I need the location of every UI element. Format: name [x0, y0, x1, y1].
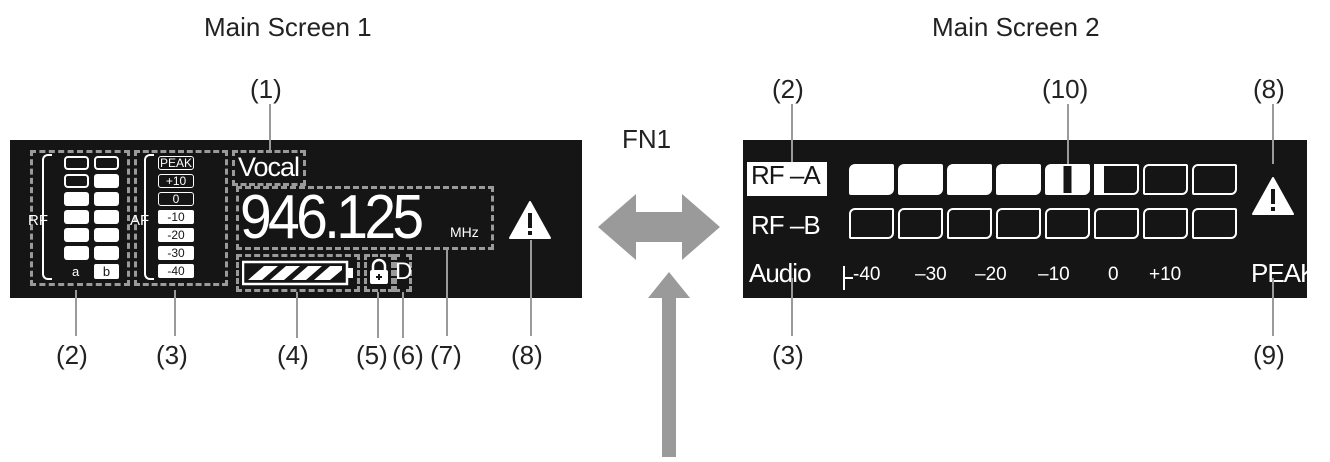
- callout-7: (7): [430, 340, 462, 370]
- up-arrow-icon: [648, 272, 690, 462]
- rf-a-level-bar: [849, 164, 1239, 198]
- af-scale-plus10: +10: [158, 174, 194, 188]
- callout-10: (10): [1042, 74, 1089, 104]
- lock-callout-box: [364, 254, 394, 292]
- scale-minus20: –20: [975, 264, 1007, 285]
- callout-6: (6): [392, 340, 424, 370]
- double-arrow-icon: [598, 192, 720, 267]
- rf-meter: RF a b: [28, 154, 126, 282]
- fn1-label: FN1: [622, 124, 672, 154]
- callout-3: (3): [156, 340, 188, 370]
- af-scale-minus40: -40: [158, 264, 194, 278]
- af-scale-minus10: -10: [158, 210, 194, 224]
- callout-2-screen2: (2): [772, 74, 804, 104]
- row-label-rf-a: RF –A: [751, 160, 821, 190]
- frequency-callout-box: [236, 186, 494, 250]
- af-meter: AF PEAK +10 0 -10 -20 -30 -40: [130, 154, 224, 282]
- callout-3-screen2: (3): [772, 340, 804, 370]
- af-label: AF: [130, 212, 150, 229]
- scale-0: 0: [1108, 264, 1119, 285]
- main-screen-1: RF a b AF PEAK +10 0 -10 -20 -30 -40 Voc…: [10, 140, 582, 298]
- af-scale-peak: PEAK: [158, 156, 194, 170]
- callout-1: (1): [250, 74, 282, 104]
- mode-letter-callout-box: [394, 254, 412, 292]
- callout-8-screen2: (8): [1253, 74, 1285, 104]
- frequency-display: 946.125: [240, 183, 424, 252]
- warning-triangle-icon-2: [1251, 176, 1295, 221]
- scale-minus10: –10: [1038, 264, 1070, 285]
- af-scale-minus20: -20: [158, 228, 194, 242]
- peak-label: PEAK: [1251, 258, 1317, 288]
- channel-name: Vocal: [238, 152, 300, 182]
- callout-8: (8): [511, 340, 543, 370]
- screen1-title: Main Screen 1: [204, 12, 372, 42]
- screen2-title: Main Screen 2: [932, 12, 1100, 42]
- frequency-unit: MHz: [450, 224, 479, 240]
- callout-9: (9): [1253, 340, 1285, 370]
- rf-a-highlight: [747, 162, 827, 196]
- scale-minus30: –30: [915, 264, 947, 285]
- lock-icon: [368, 258, 390, 291]
- row-label-rf-b: RF –B: [751, 210, 821, 240]
- channel-name-callout-box: [232, 150, 306, 186]
- af-scale-0: 0: [158, 192, 194, 206]
- scale-plus10: +10: [1149, 264, 1182, 285]
- callout-4: (4): [277, 340, 309, 370]
- rf-label: RF: [28, 212, 48, 229]
- rf-channel-a: a: [72, 264, 80, 279]
- battery-callout-box: [236, 254, 360, 292]
- battery-full-icon: [241, 260, 356, 291]
- rf-meter-callout-box: [30, 150, 130, 286]
- af-scale-minus30: -30: [158, 246, 194, 260]
- main-screen-2: RF –A RF –B Audio -40 –30 –20 –10 0 +10 …: [743, 140, 1317, 298]
- rf-b-level-bar: [849, 208, 1239, 242]
- warning-triangle-icon: [508, 200, 552, 245]
- mode-letter: D: [395, 258, 413, 285]
- rf-channel-b: b: [94, 264, 119, 279]
- af-meter-callout-box: [134, 150, 228, 286]
- scale-minus40: -40: [853, 264, 881, 285]
- callout-2: (2): [56, 340, 88, 370]
- row-label-audio: Audio: [749, 258, 811, 288]
- callout-5: (5): [356, 340, 388, 370]
